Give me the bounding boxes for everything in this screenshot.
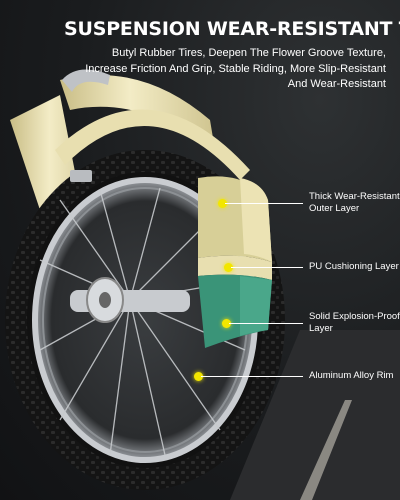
callout-pu-layer: PU Cushioning Layer: [224, 261, 399, 273]
description-line-3: And Wear-Resistant: [287, 78, 386, 90]
headline: SUSPENSION WEAR-RESISTANT TIRES: [64, 18, 400, 40]
description: Butyl Rubber Tires, Deepen The Flower Gr…: [66, 46, 386, 93]
callout-outer-layer: Thick Wear-Resistant Outer Layer: [218, 191, 400, 215]
callout-dot: [218, 198, 227, 208]
callout-label: Thick Wear-Resistant Outer Layer: [309, 191, 400, 214]
callout-rim: Aluminum Alloy Rim: [194, 370, 393, 382]
callout-label: Solid Explosion-Proof Layer: [309, 311, 400, 334]
callout-dot: [224, 262, 233, 272]
road: [230, 330, 400, 500]
description-line-1: Butyl Rubber Tires, Deepen The Flower Gr…: [111, 47, 386, 59]
callout-label: Aluminum Alloy Rim: [309, 370, 394, 381]
callout-dot: [222, 318, 231, 328]
callout-leader: [229, 322, 303, 324]
callout-dot: [194, 371, 203, 381]
callout-leader: [201, 375, 303, 377]
brake: [62, 69, 110, 92]
layer-pu: [198, 255, 272, 280]
callout-leader: [231, 266, 303, 268]
hub: [70, 277, 190, 323]
callout-label: PU Cushioning Layer: [309, 261, 399, 272]
frame-top: [60, 75, 215, 150]
fender: [55, 109, 250, 180]
callout-solid-layer: Solid Explosion-Proof Layer: [222, 311, 400, 335]
callout-leader: [225, 202, 303, 204]
description-line-2: Increase Friction And Grip, Stable Ridin…: [85, 62, 386, 75]
road-line: [300, 400, 352, 500]
